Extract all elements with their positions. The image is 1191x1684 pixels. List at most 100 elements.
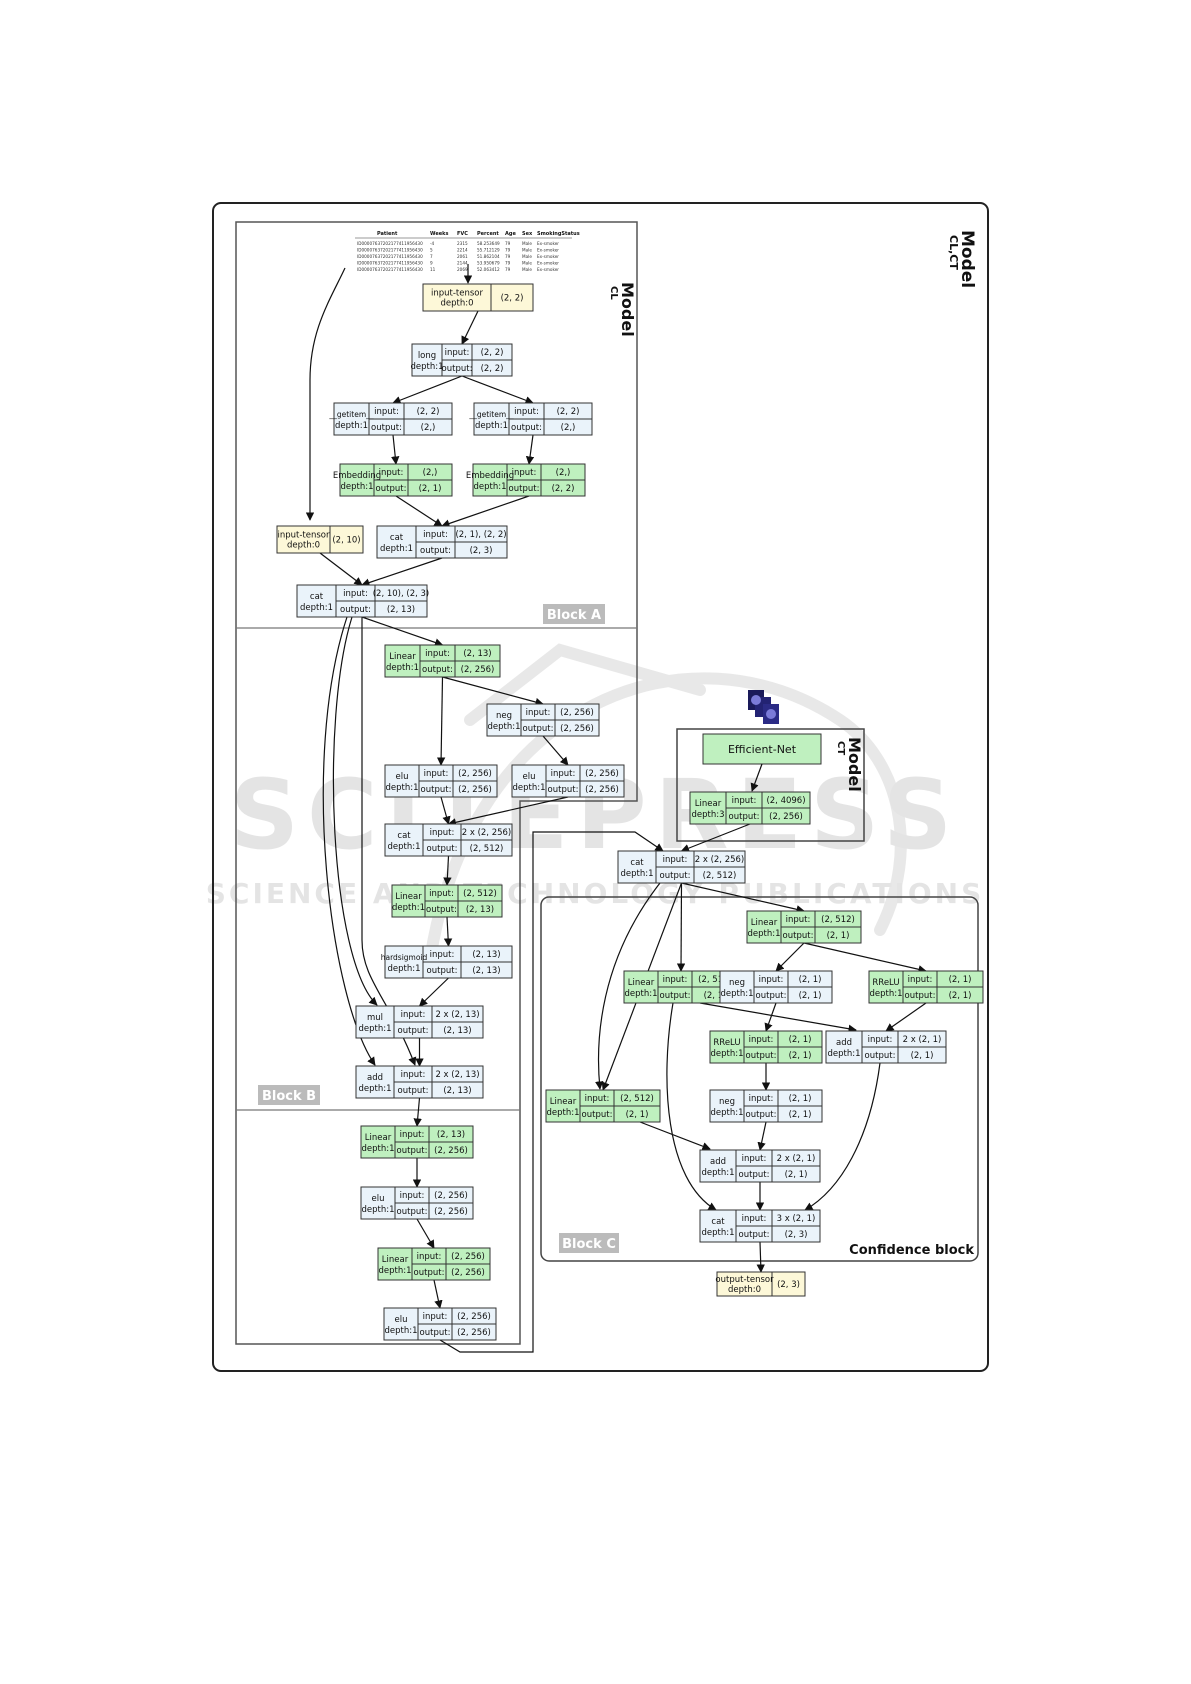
table-cell: Male xyxy=(522,254,532,259)
model-cl-frame xyxy=(235,221,638,1345)
table-cell: Male xyxy=(522,248,532,253)
node-depth: depth:0 xyxy=(728,1285,761,1295)
node-input-label: input: xyxy=(429,889,454,899)
node-input-value: (2,) xyxy=(423,468,438,478)
node-name: add xyxy=(836,1038,852,1048)
node-output-label: output: xyxy=(426,905,457,915)
node-depth: depth:1 xyxy=(624,989,657,999)
node-name: output-tensor xyxy=(715,1275,774,1285)
node-input-label: input: xyxy=(400,1130,425,1140)
node-output-value: (2, 256) xyxy=(585,785,619,795)
node-output-label: output: xyxy=(729,812,760,822)
edge-catC0-linC2 xyxy=(681,882,805,914)
table-cell: 7 xyxy=(430,254,433,259)
node-input-value: (2, 2) xyxy=(417,407,440,417)
node-name: elu xyxy=(395,1315,408,1325)
node-depth: depth:1 xyxy=(710,1108,743,1118)
node-input-value: (2, 1) xyxy=(789,1094,812,1104)
node-input-value: (2, 13) xyxy=(472,950,500,960)
node-name: hardsigmoid xyxy=(381,953,428,962)
edge-hsig-mul xyxy=(418,977,449,1007)
node-output-label: output: xyxy=(422,665,453,675)
node-depth: depth:1 xyxy=(869,989,902,999)
edge-linC1-addC1 xyxy=(699,1002,857,1033)
node-output-value: (2, 2) xyxy=(481,364,504,374)
table-cell: 79 xyxy=(505,241,511,246)
svg-text:Efficient-Net: Efficient-Net xyxy=(728,743,797,756)
node-depth: depth:1 xyxy=(361,1144,394,1154)
node-output-label: output: xyxy=(509,484,540,494)
node-depth: depth:1 xyxy=(384,1326,417,1336)
node-input-label: input: xyxy=(759,975,784,985)
edge-linCT-catC0 xyxy=(680,823,751,853)
table-header: Age xyxy=(505,231,516,237)
node-input-label: input: xyxy=(868,1035,893,1045)
edge-gi2-emb2 xyxy=(525,434,535,465)
node-output-value: (2, 256) xyxy=(434,1207,468,1217)
node-input-value: (2, 256) xyxy=(458,769,492,779)
node-name: add xyxy=(367,1073,383,1083)
node-name: RReLU xyxy=(713,1038,740,1048)
node-input-label: input: xyxy=(401,1070,426,1080)
node-output-value: (2, 2) xyxy=(552,484,575,494)
edge-addB-linD1 xyxy=(413,1097,422,1127)
table-header: Sex xyxy=(522,231,533,237)
node-input-value: (2, 13) xyxy=(463,649,491,659)
edges-layer xyxy=(305,264,927,1353)
table-header: SmokingStatus xyxy=(537,231,580,237)
edge-eluD2-catC0 xyxy=(439,831,664,1353)
node-name: Linear xyxy=(395,892,422,902)
table-header: Percent xyxy=(477,231,499,237)
outer-model-frame xyxy=(212,202,989,1372)
table-cell: Ex-smoker xyxy=(537,241,559,246)
node-input-value: (2, 512) xyxy=(698,975,732,985)
edge-linB1-eluB1 xyxy=(436,676,446,766)
node-input-value: (2, 256) xyxy=(585,769,619,779)
block-a-label: Block A xyxy=(543,604,605,624)
svg-text:Block C: Block C xyxy=(562,1237,616,1252)
node-output-label: output: xyxy=(523,724,554,734)
node-input-value: (2, 2) xyxy=(557,407,580,417)
node-input-label: input: xyxy=(379,468,404,478)
node-output-value: (2, 1) xyxy=(827,931,850,941)
node-input-value: (2, 1) xyxy=(949,975,972,985)
table-cell: Ex-smoker xyxy=(537,248,559,253)
node-input-label: input: xyxy=(786,915,811,925)
table-cell: 79 xyxy=(505,267,511,272)
node-input-value: 2 x (2, 13) xyxy=(435,1070,479,1080)
node-input-value: 2 x (2, 1) xyxy=(777,1154,816,1164)
table-cell: 79 xyxy=(505,248,511,253)
node-output-label: output: xyxy=(371,423,402,433)
node-input-label: input: xyxy=(742,1214,767,1224)
node-output-label: output: xyxy=(783,931,814,941)
node-output-value: (2, 256) xyxy=(434,1146,468,1156)
node-input-label: input: xyxy=(514,407,539,417)
node-input-label: input: xyxy=(430,950,455,960)
node-output-value: (2, 13) xyxy=(387,605,415,615)
edge-linC2-rreluC1 xyxy=(803,942,927,974)
node-depth: depth:1 xyxy=(380,544,413,554)
table-cell: ID00007637202177411956430 xyxy=(357,261,423,266)
svg-text:Model: Model xyxy=(957,230,977,288)
node-name: elu xyxy=(396,772,409,782)
node-output-value: (2, 3) xyxy=(470,546,493,556)
edge-table-in1 xyxy=(305,267,346,521)
node-depth: depth:1 xyxy=(335,421,368,431)
edge-catC0-linC1 xyxy=(676,882,686,972)
edge-gi1-emb1 xyxy=(391,434,400,465)
node-input-label: input: xyxy=(423,1312,448,1322)
table-cell: 2061 xyxy=(457,254,468,259)
edge-catC0-linC3-curve xyxy=(595,882,661,1090)
node-depth: depth:1 xyxy=(358,1024,391,1034)
